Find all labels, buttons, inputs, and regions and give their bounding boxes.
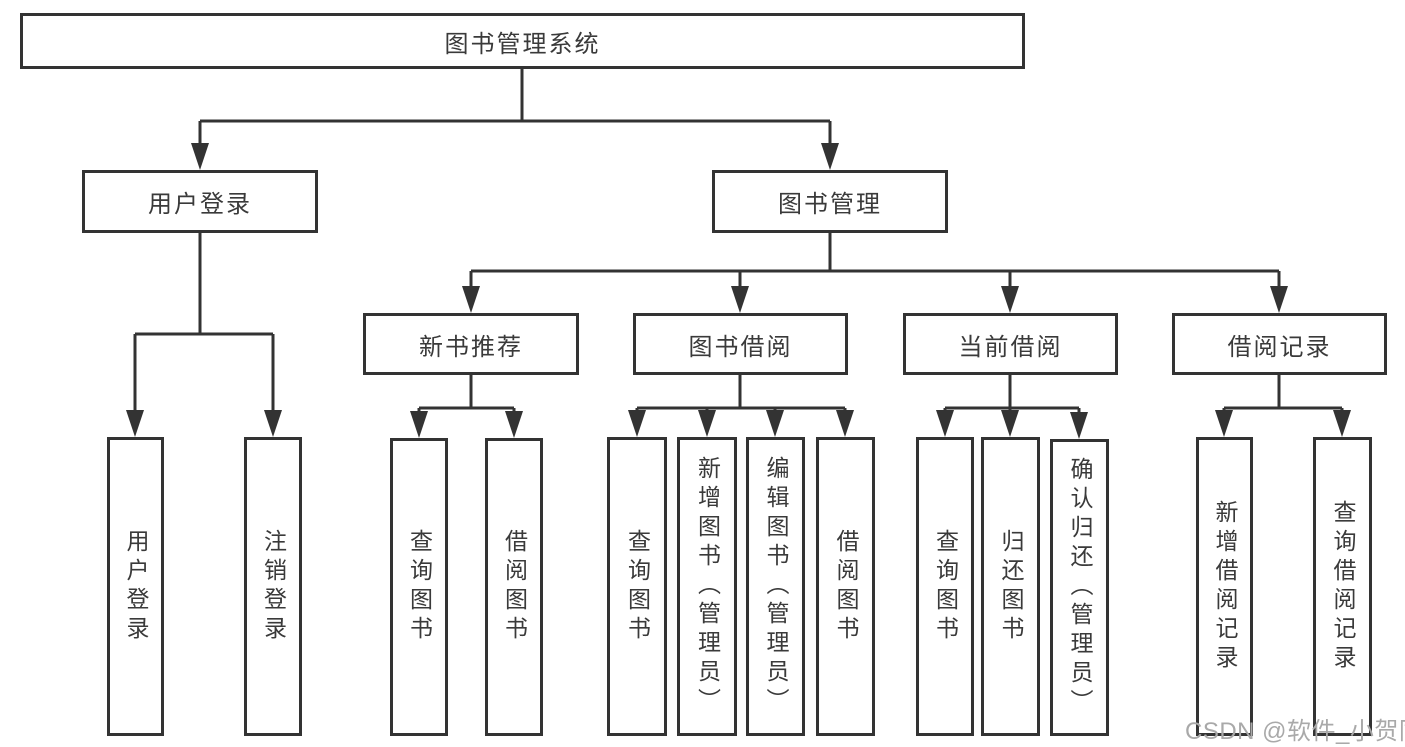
box-leaf-return-books: 归还图书 xyxy=(981,437,1040,736)
box-leaf-add-books-admin: 新增图书（管理员） xyxy=(677,437,737,736)
box-leaf-query-borrow-record: 查询借阅记录 xyxy=(1313,437,1372,736)
box-label: 查询借阅记录 xyxy=(1330,499,1356,674)
box-new-book-recommend: 新书推荐 xyxy=(363,313,579,375)
box-label: 新书推荐 xyxy=(419,333,523,361)
box-leaf-logout: 注销登录 xyxy=(244,437,302,736)
box-label: 确认归还（管理员） xyxy=(1067,457,1093,718)
arrow-down-icon xyxy=(462,286,480,313)
box-leaf-user-login: 用户登录 xyxy=(107,437,164,736)
box-leaf-edit-books-admin: 编辑图书（管理员） xyxy=(746,437,805,736)
box-leaf-query-books-2: 查询图书 xyxy=(607,437,667,736)
box-label: 查询图书 xyxy=(406,529,433,645)
box-leaf-borrow-books-2: 借阅图书 xyxy=(816,437,875,736)
arrow-down-icon xyxy=(836,410,854,437)
box-leaf-query-books-3: 查询图书 xyxy=(916,437,974,736)
arrow-down-icon xyxy=(628,410,646,437)
box-label: 用户登录 xyxy=(123,528,149,645)
box-root: 图书管理系统 xyxy=(20,13,1025,69)
box-current-borrowing: 当前借阅 xyxy=(903,313,1118,375)
box-label: 借阅记录 xyxy=(1227,333,1332,361)
box-borrowing-records: 借阅记录 xyxy=(1172,313,1387,375)
arrow-down-icon xyxy=(410,411,428,438)
box-user-login: 用户登录 xyxy=(82,170,318,233)
box-label: 编辑图书（管理员） xyxy=(763,456,789,717)
arrow-down-icon xyxy=(191,143,209,170)
box-leaf-add-borrow-record: 新增借阅记录 xyxy=(1196,437,1253,736)
box-leaf-query-books-1: 查询图书 xyxy=(390,438,448,736)
box-label: 图书管理 xyxy=(778,191,882,218)
arrow-down-icon xyxy=(1270,286,1288,313)
box-label: 图书借阅 xyxy=(688,333,793,361)
arrow-down-icon xyxy=(1001,286,1019,313)
arrow-down-icon xyxy=(1333,410,1351,437)
box-label: 用户登录 xyxy=(148,191,252,218)
watermark: CSDN @软件_小贺同学 xyxy=(1185,718,1405,745)
box-label: 新增图书（管理员） xyxy=(694,456,721,717)
box-label: 归还图书 xyxy=(998,528,1024,645)
box-label: 当前借阅 xyxy=(958,333,1063,361)
arrow-down-icon xyxy=(1070,412,1088,439)
arrow-down-icon xyxy=(1001,410,1019,437)
box-book-management: 图书管理 xyxy=(712,170,948,233)
arrow-down-icon xyxy=(936,410,954,437)
box-label: 图书管理系统 xyxy=(444,30,601,58)
arrow-down-icon xyxy=(821,143,839,170)
arrow-down-icon xyxy=(731,286,749,313)
box-book-borrowing: 图书借阅 xyxy=(633,313,848,375)
arrow-down-icon xyxy=(1215,410,1233,437)
arrow-down-icon xyxy=(126,410,144,437)
box-label: 新增借阅记录 xyxy=(1212,499,1238,674)
box-label: 查询图书 xyxy=(932,528,959,645)
box-label: 借阅图书 xyxy=(501,529,528,645)
box-label: 查询图书 xyxy=(624,528,651,645)
arrow-down-icon xyxy=(264,410,282,437)
box-leaf-borrow-books-1: 借阅图书 xyxy=(485,438,543,736)
arrow-down-icon xyxy=(505,411,523,438)
box-label: 借阅图书 xyxy=(833,528,859,645)
box-leaf-confirm-return-admin: 确认归还（管理员） xyxy=(1050,439,1109,736)
box-label: 注销登录 xyxy=(260,528,287,645)
arrow-down-icon xyxy=(698,410,716,437)
arrow-down-icon xyxy=(766,410,784,437)
